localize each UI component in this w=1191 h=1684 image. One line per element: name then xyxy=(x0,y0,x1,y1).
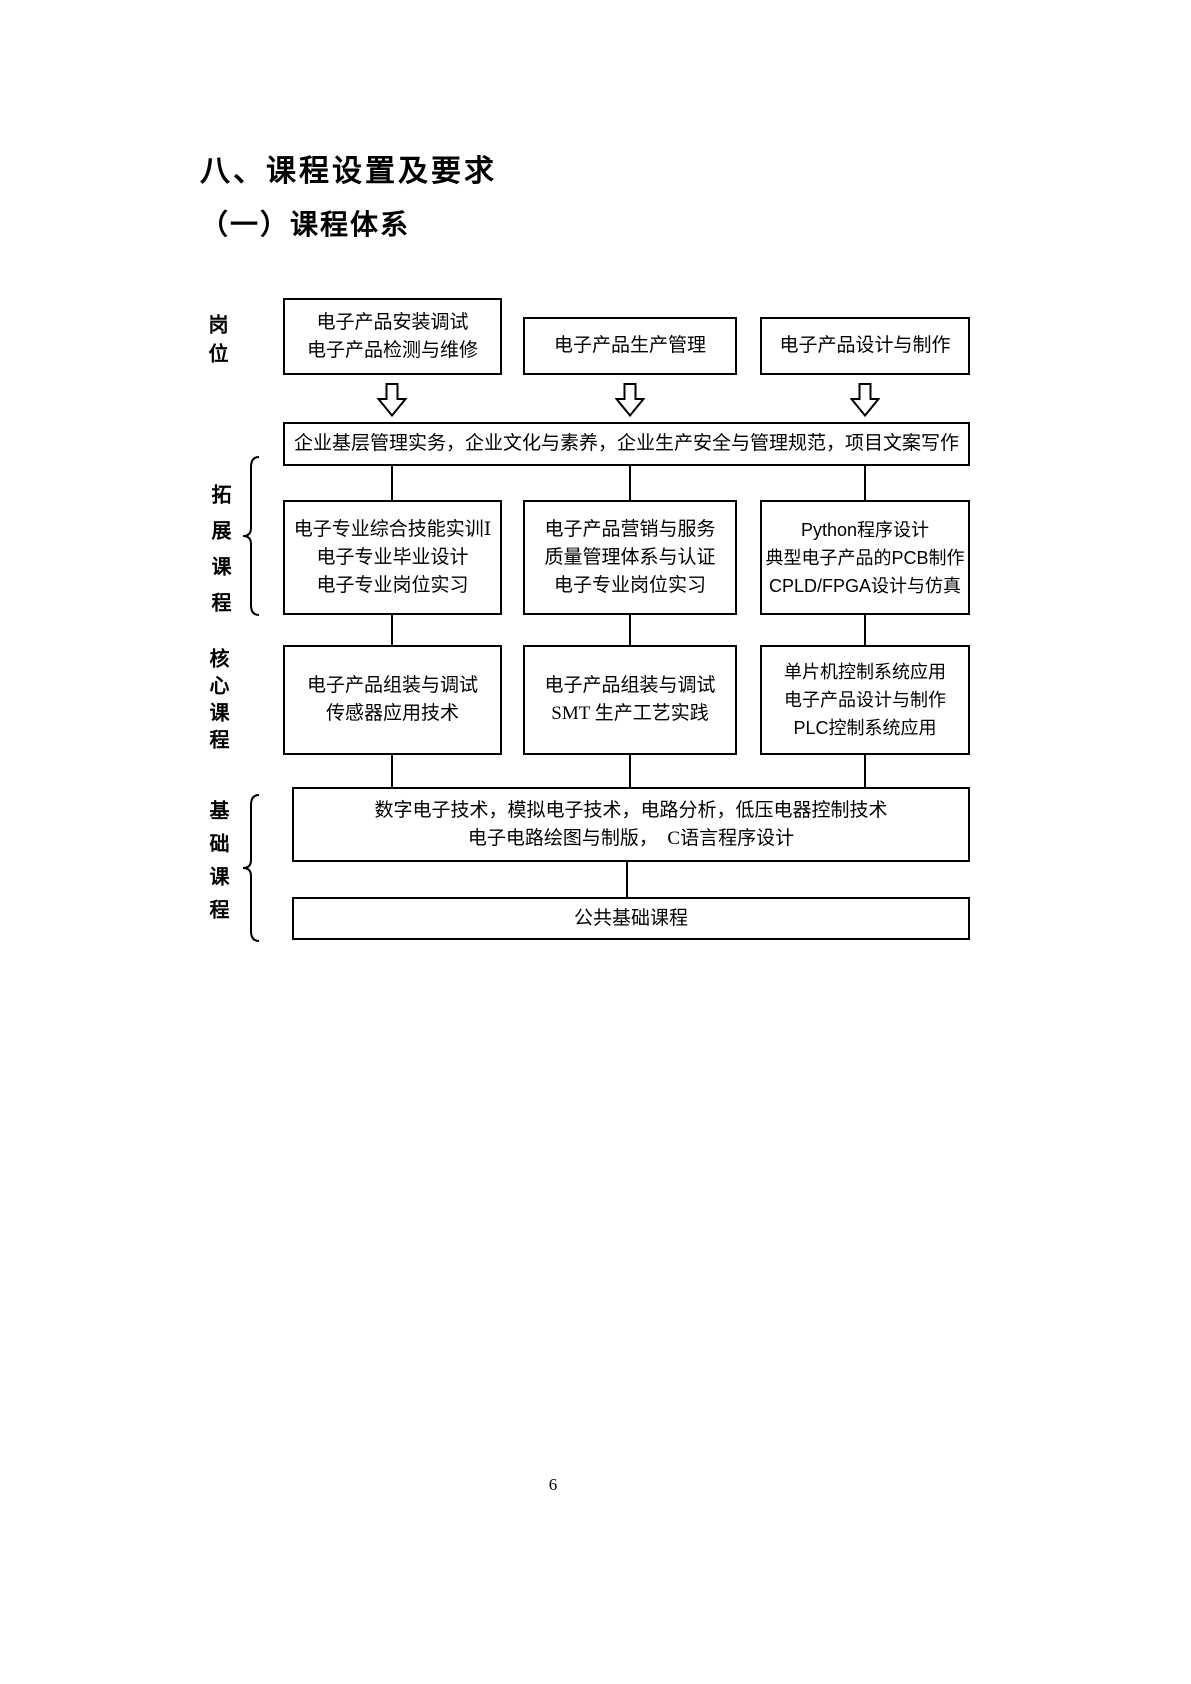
connector-line xyxy=(629,755,631,787)
core-box-mcu-plc: 单片机控制系统应用 电子产品设计与制作 PLC控制系统应用 xyxy=(760,645,970,755)
box-line: 典型电子产品的PCB制作 xyxy=(765,547,965,568)
section-heading: 八、课程设置及要求 xyxy=(200,155,497,188)
connector-line xyxy=(391,615,393,645)
down-arrow-icon xyxy=(377,383,407,417)
row-label-positions: 岗位 xyxy=(205,314,227,372)
connector-line xyxy=(626,862,628,897)
core-box-assembly-sensor: 电子产品组装与调试 传感器应用技术 xyxy=(283,645,502,755)
expansion-box-marketing-quality: 电子产品营销与服务 质量管理体系与认证 电子专业岗位实习 xyxy=(523,500,737,615)
box-line: 电子产品设计与制作 xyxy=(779,335,951,356)
left-brace-icon xyxy=(242,794,260,942)
box-line: SMT 生产工艺实践 xyxy=(551,703,709,724)
box-line: CPLD/FPGA设计与仿真 xyxy=(768,575,962,596)
connector-line xyxy=(629,615,631,645)
box-line: 电子产品营销与服务 xyxy=(544,518,716,540)
row-label-foundation: 基础课程 xyxy=(206,800,228,932)
position-box-design-make: 电子产品设计与制作 xyxy=(760,317,970,375)
box-line: 质量管理体系与认证 xyxy=(544,546,716,568)
box-line: 电子专业岗位实习 xyxy=(316,574,469,596)
box-line: 公共基础课程 xyxy=(573,907,688,929)
box-line: 电子电路绘图与制版， C语言程序设计 xyxy=(467,827,795,849)
box-line: PLC控制系统应用 xyxy=(793,718,937,738)
box-line: 单片机控制系统应用 xyxy=(784,662,946,682)
box-line: 电子产品安装调试 xyxy=(316,311,469,333)
left-brace-icon xyxy=(242,456,260,616)
sub-heading: （一）课程体系 xyxy=(200,210,411,241)
box-line: 电子专业岗位实习 xyxy=(553,574,706,596)
connector-line xyxy=(629,466,631,500)
row-label-core: 核心课程 xyxy=(206,648,228,756)
box-line: 电子专业综合技能实训Ⅰ xyxy=(293,518,492,540)
connector-line xyxy=(391,755,393,787)
connector-line xyxy=(864,755,866,787)
connector-line xyxy=(864,615,866,645)
box-line: Python程序设计 xyxy=(800,519,930,540)
position-box-production-mgmt: 电子产品生产管理 xyxy=(523,317,737,375)
foundation-box-public: 公共基础课程 xyxy=(292,897,970,940)
box-line: 电子产品组装与调试 xyxy=(544,675,716,696)
box-line: 电子产品组装与调试 xyxy=(306,675,478,696)
position-box-install-debug: 电子产品安装调试 电子产品检测与维修 xyxy=(283,298,502,375)
row-label-expansion: 拓展课程 xyxy=(208,484,230,628)
box-line: 数字电子技术，模拟电子技术，电路分析，低压电器控制技术 xyxy=(374,799,888,821)
connector-line xyxy=(391,466,393,500)
management-practice-box: 企业基层管理实务，企业文化与素养，企业生产安全与管理规范，项目文案写作 xyxy=(283,422,970,466)
box-line: 电子专业毕业设计 xyxy=(316,546,469,568)
page-number: 6 xyxy=(548,1475,558,1494)
expansion-box-skills-training: 电子专业综合技能实训Ⅰ 电子专业毕业设计 电子专业岗位实习 xyxy=(283,500,502,615)
foundation-box-technical: 数字电子技术，模拟电子技术，电路分析，低压电器控制技术 电子电路绘图与制版， C… xyxy=(292,787,970,862)
down-arrow-icon xyxy=(615,383,645,417)
down-arrow-icon xyxy=(850,383,880,417)
box-line: 电子产品检测与维修 xyxy=(306,339,478,361)
core-box-assembly-smt: 电子产品组装与调试 SMT 生产工艺实践 xyxy=(523,645,737,755)
connector-line xyxy=(864,466,866,500)
box-line: 电子产品生产管理 xyxy=(553,335,706,356)
expansion-box-python-pcb: Python程序设计 典型电子产品的PCB制作 CPLD/FPGA设计与仿真 xyxy=(760,500,970,615)
box-line: 电子产品设计与制作 xyxy=(784,690,946,710)
box-line: 企业基层管理实务，企业文化与素养，企业生产安全与管理规范，项目文案写作 xyxy=(293,433,959,454)
box-line: 传感器应用技术 xyxy=(325,703,459,724)
